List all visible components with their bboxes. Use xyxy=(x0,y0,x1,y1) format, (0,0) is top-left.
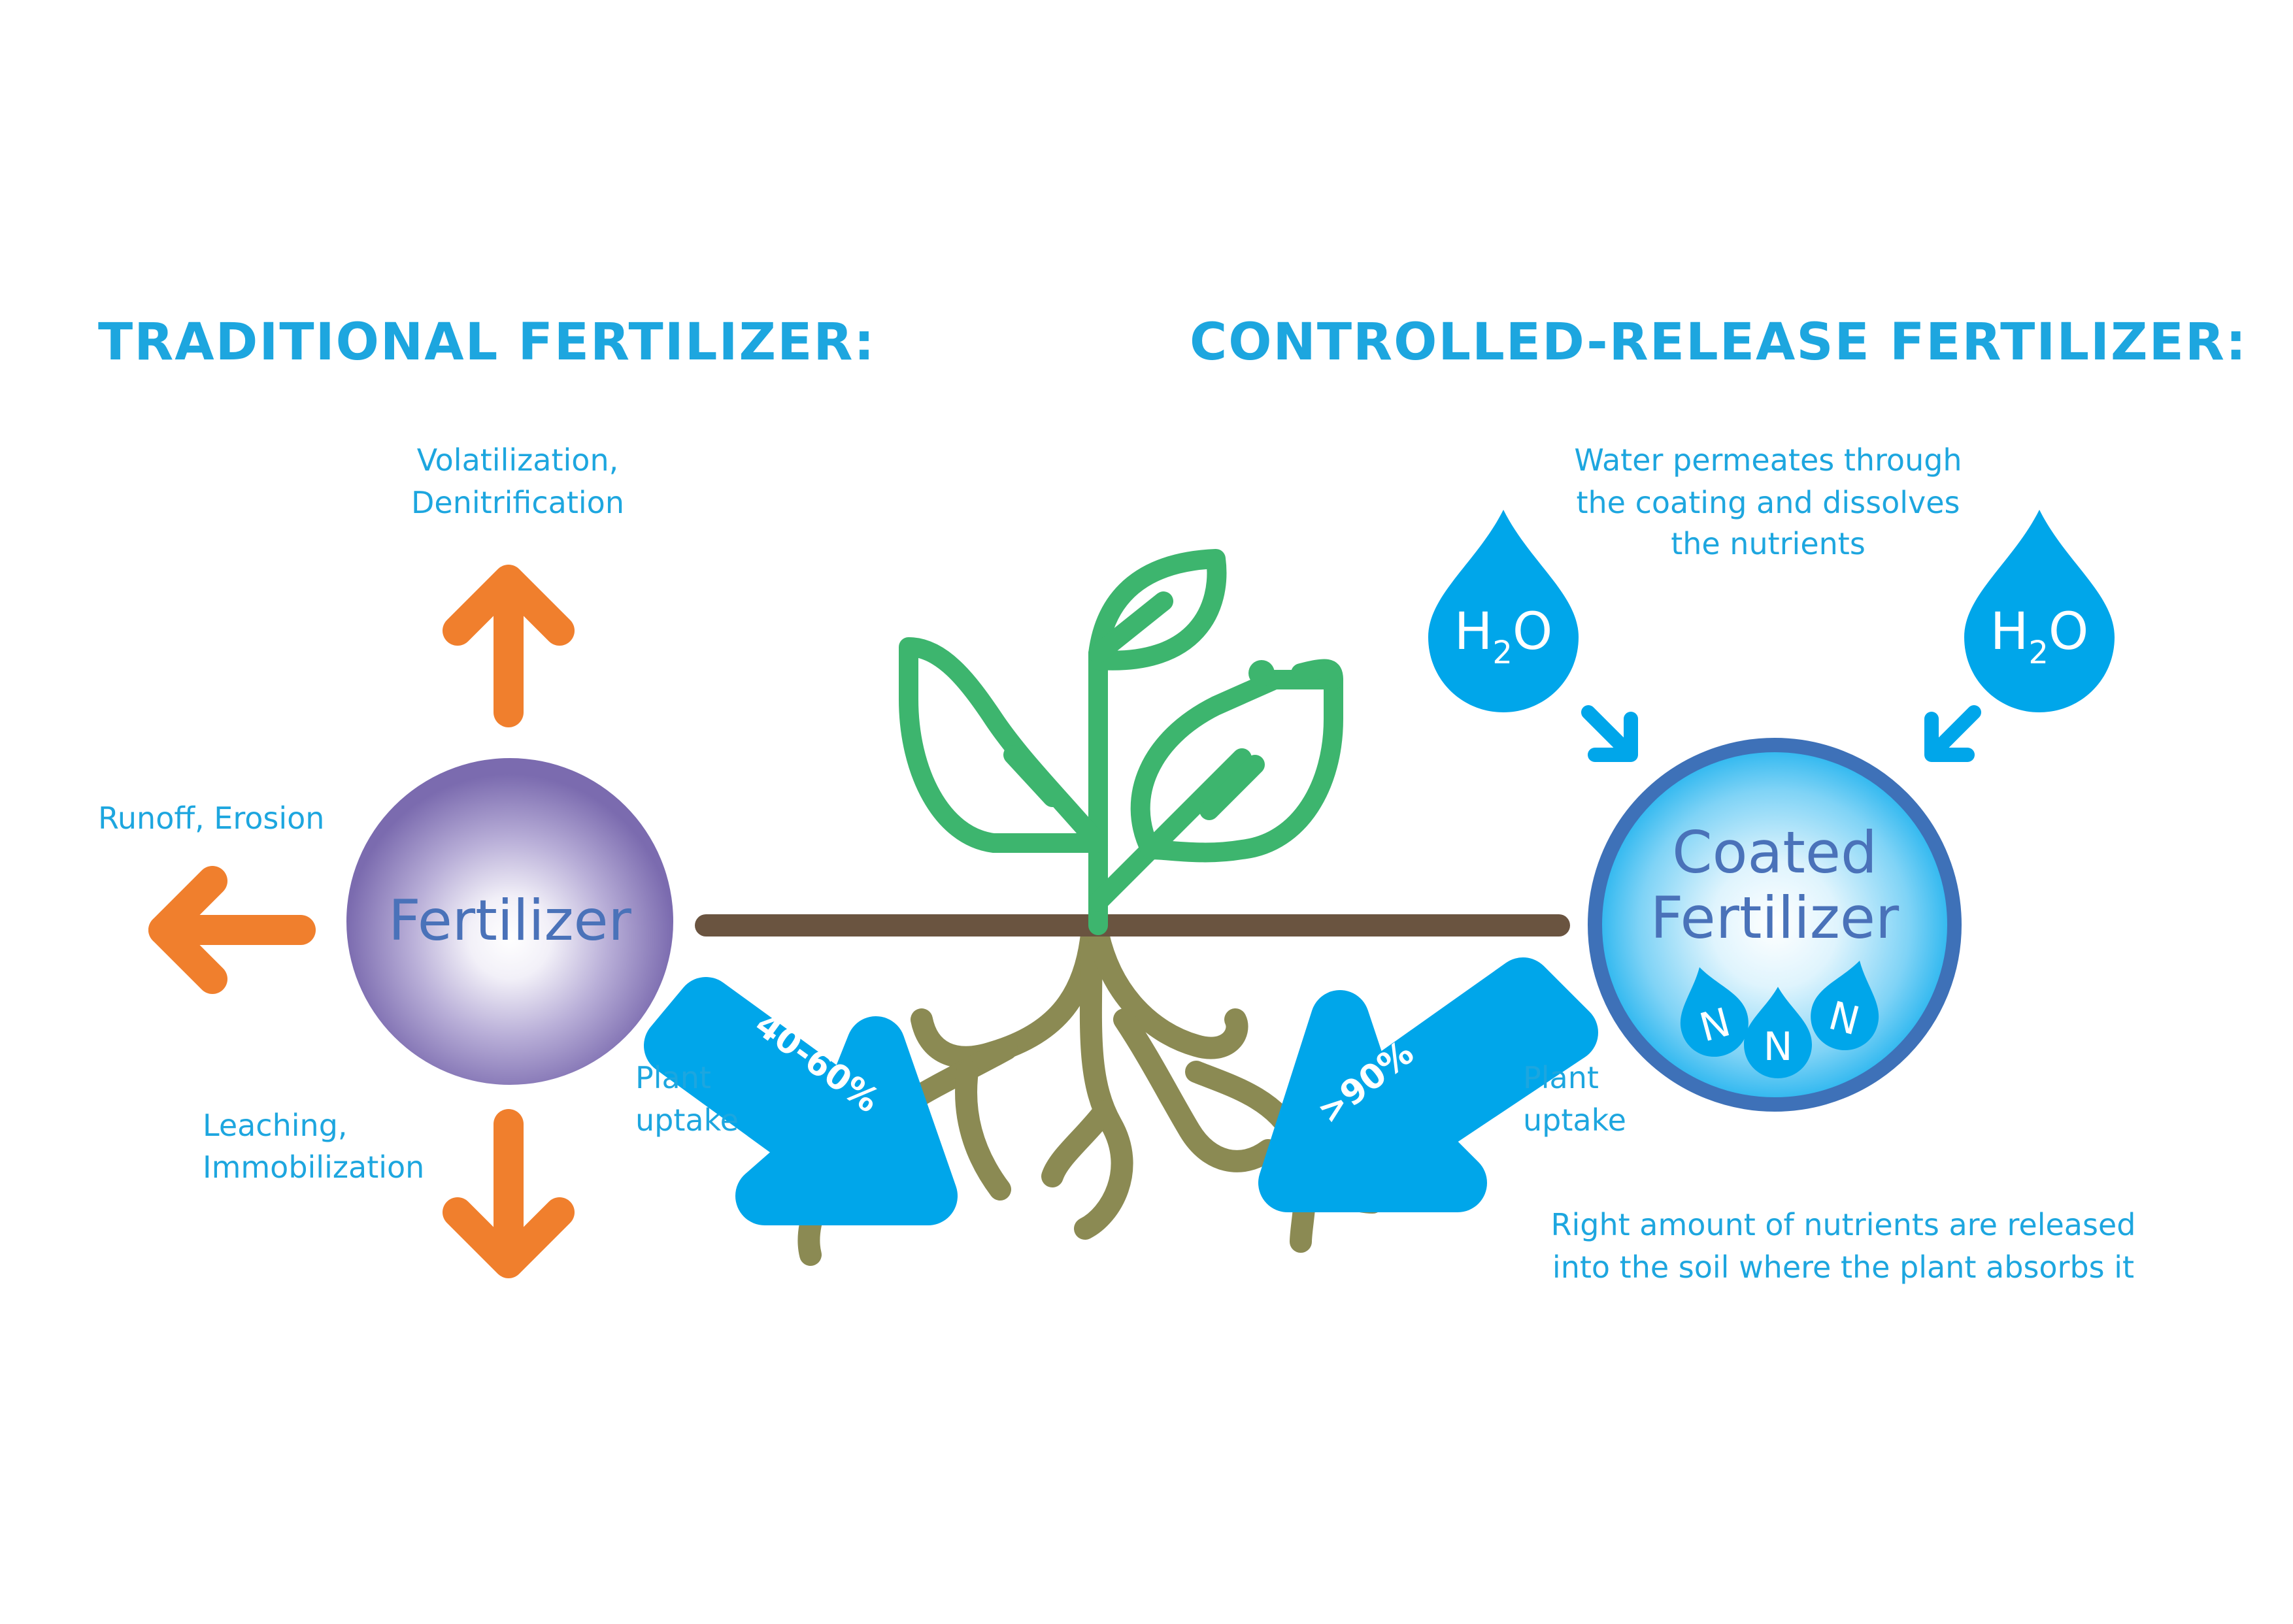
nutrient-drop-icon: N xyxy=(1811,961,1879,1050)
uptake-arrow-right: >90% xyxy=(1258,957,1598,1212)
water-note-line-2: the coating and dissolves xyxy=(1576,485,1960,520)
fertilizer-ball xyxy=(346,758,673,1085)
nutrient-drop-icon: N xyxy=(1680,967,1749,1057)
arrow-left-icon xyxy=(148,866,316,994)
plant-uptake-left-label-2: uptake xyxy=(635,1102,739,1138)
controlled-heading: CONTROLLED-RELEASE FERTILIZER: xyxy=(1190,313,2247,372)
denitrification-label: Denitrification xyxy=(411,485,624,520)
release-note-line-2: into the soil where the plant absorbs it xyxy=(1552,1250,2134,1285)
arrow-down-icon xyxy=(443,1109,575,1278)
runoff-label: Runoff, Erosion xyxy=(98,801,324,836)
coated-ball-label-2: Fertilizer xyxy=(1650,884,1900,952)
coated-ball-label-1: Coated xyxy=(1672,819,1877,886)
h2o-label-right: H2O xyxy=(1990,603,2089,671)
water-drop-icon: H2O xyxy=(1428,510,1579,712)
volatilization-label: Volatilization, xyxy=(417,442,618,478)
arrow-up-icon xyxy=(443,565,575,727)
leaching-label: Leaching, xyxy=(203,1108,348,1143)
immobilization-label: Immobilization xyxy=(203,1150,424,1185)
seed-dot xyxy=(1248,660,1275,686)
fertilizer-ball-label: Fertilizer xyxy=(388,888,631,953)
nutrient-n-2: N xyxy=(1764,1024,1793,1070)
plant-uptake-left-label-1: Plant xyxy=(635,1060,711,1095)
plant-shoot xyxy=(899,549,1343,935)
arrow-drop-right-icon xyxy=(1924,705,1981,762)
water-note-line-3: the nutrients xyxy=(1671,526,1866,561)
water-drop-icon: H2O xyxy=(1964,510,2115,712)
release-note-line-1: Right amount of nutrients are released xyxy=(1551,1207,2136,1242)
plant-uptake-right-label-2: uptake xyxy=(1523,1102,1626,1138)
water-note-line-1: Water permeates through xyxy=(1574,442,1962,478)
plant-uptake-right-label-1: Plant xyxy=(1523,1060,1599,1095)
traditional-heading: TRADITIONAL FERTILIZER: xyxy=(98,313,876,372)
nutrient-drop-icon: N xyxy=(1744,987,1812,1078)
uptake-arrow-left: 40-60% xyxy=(644,977,958,1225)
arrow-drop-left-icon xyxy=(1581,705,1638,762)
h2o-label-left: H2O xyxy=(1454,603,1553,671)
